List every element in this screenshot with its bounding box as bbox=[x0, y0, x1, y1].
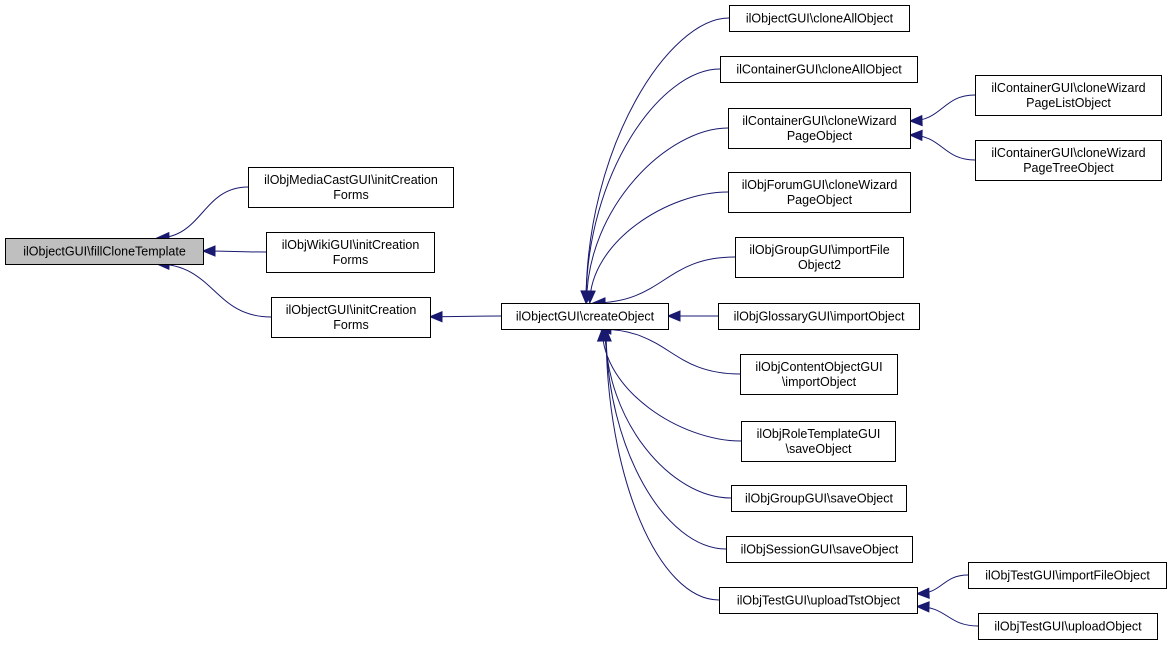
node-box bbox=[728, 172, 911, 213]
node-rolesave[interactable]: ilObjRoleTemplateGUI\saveObject bbox=[741, 421, 896, 462]
node-label-line: PageObject bbox=[787, 129, 853, 143]
node-label-line: ilObjTestGUI\uploadTstObject bbox=[737, 594, 901, 608]
node-create[interactable]: ilObjectGUI\createObject bbox=[501, 303, 669, 330]
edge-cloneall1-to-create bbox=[585, 17, 730, 304]
node-label-line: ilContainerGUI\cloneWizard bbox=[991, 81, 1145, 95]
node-label-line: ilObjectGUI\cloneAllObject bbox=[746, 12, 894, 26]
edge-cloneall2-to-create bbox=[585, 68, 721, 304]
node-box bbox=[718, 303, 920, 330]
node-box bbox=[741, 421, 896, 462]
node-tstuploadobj[interactable]: ilObjTestGUI\uploadObject bbox=[978, 613, 1158, 640]
node-cloneall2[interactable]: ilContainerGUI\cloneAllObject bbox=[720, 56, 918, 83]
node-label-line: ilObjForumGUI\cloneWizard bbox=[742, 178, 898, 192]
node-tstimport[interactable]: ilObjTestGUI\importFileObject bbox=[968, 562, 1167, 589]
node-label-line: \importObject bbox=[782, 375, 857, 389]
node-label-line: ilObjectGUI\createObject bbox=[516, 310, 655, 324]
node-box bbox=[266, 232, 435, 273]
node-label-line: ilObjSessionGUI\saveObject bbox=[741, 543, 899, 557]
node-box bbox=[719, 587, 918, 614]
arrowhead-icon bbox=[428, 310, 443, 323]
edge-contimport-to-create bbox=[598, 328, 741, 375]
node-box bbox=[728, 108, 911, 149]
node-label-line: Forms bbox=[333, 253, 368, 267]
node-label-line: PageListObject bbox=[1026, 96, 1111, 110]
node-label-line: ilObjContentObjectGUI bbox=[755, 360, 882, 374]
node-label-line: ilObjWikiGUI\initCreation bbox=[282, 238, 420, 252]
edge-grpimport-to-create bbox=[593, 256, 736, 304]
arrowhead-icon bbox=[666, 310, 681, 322]
arrowhead-icon bbox=[915, 601, 930, 613]
node-box bbox=[975, 140, 1162, 181]
node-label-line: Object2 bbox=[798, 258, 841, 272]
node-label-line: Forms bbox=[333, 188, 368, 202]
node-label-line: ilObjTestGUI\uploadObject bbox=[994, 620, 1142, 634]
edge-rolesave-to-create bbox=[601, 328, 742, 442]
node-box bbox=[978, 613, 1158, 640]
node-label-line: PageTreeObject bbox=[1023, 161, 1114, 175]
arrowhead-icon bbox=[600, 327, 612, 342]
arrowhead-icon bbox=[201, 245, 216, 257]
node-box bbox=[271, 297, 431, 338]
node-label-line: ilObjRoleTemplateGUI bbox=[757, 427, 881, 441]
node-box bbox=[729, 5, 910, 32]
node-contimport[interactable]: ilObjContentObjectGUI\importObject bbox=[740, 354, 898, 395]
node-box bbox=[720, 56, 918, 83]
edge-cwpage-to-create bbox=[586, 127, 729, 304]
node-grpsave[interactable]: ilObjGroupGUI\saveObject bbox=[731, 485, 907, 512]
node-box bbox=[975, 75, 1162, 116]
node-sesssave[interactable]: ilObjSessionGUI\saveObject bbox=[726, 536, 913, 563]
node-label-line: \saveObject bbox=[785, 442, 852, 456]
arrowhead-icon bbox=[908, 129, 923, 142]
edge-tstupload-to-create bbox=[605, 328, 720, 601]
edges-layer bbox=[155, 17, 979, 627]
node-label-line: ilObjMediaCastGUI\initCreation bbox=[264, 173, 438, 187]
node-label-line: ilObjGroupGUI\importFile bbox=[749, 243, 889, 257]
node-label-line: ilObjectGUI\initCreation bbox=[286, 303, 417, 317]
node-box bbox=[248, 167, 454, 208]
node-box bbox=[731, 485, 907, 512]
edge-init-to-fill bbox=[156, 263, 272, 318]
edge-sesssave-to-create bbox=[605, 328, 727, 550]
nodes-layer: ilObjectGUI\fillCloneTemplate ilObjMediaC… bbox=[5, 5, 1167, 640]
arrowhead-icon bbox=[915, 587, 930, 599]
node-box bbox=[501, 303, 669, 330]
edge-forumcw-to-create bbox=[589, 191, 729, 304]
node-label-line: ilObjGlossaryGUI\importObject bbox=[734, 310, 905, 324]
node-box bbox=[740, 354, 898, 395]
node-fill[interactable]: ilObjectGUI\fillCloneTemplate bbox=[5, 238, 204, 265]
node-label-line: Forms bbox=[333, 318, 368, 332]
node-label-line: ilContainerGUI\cloneWizard bbox=[742, 114, 896, 128]
node-glossimport[interactable]: ilObjGlossaryGUI\importObject bbox=[718, 303, 920, 330]
node-box bbox=[5, 238, 204, 265]
node-box bbox=[968, 562, 1167, 589]
arrowhead-icon bbox=[584, 290, 596, 305]
node-label-line: ilObjTestGUI\importFileObject bbox=[985, 569, 1150, 583]
node-label-line: ilContainerGUI\cloneAllObject bbox=[736, 63, 902, 77]
node-cloneall1[interactable]: ilObjectGUI\cloneAllObject bbox=[729, 5, 910, 32]
node-label-line: ilContainerGUI\cloneWizard bbox=[991, 146, 1145, 160]
node-label-line: ilObjectGUI\fillCloneTemplate bbox=[23, 245, 186, 259]
edge-media-to-fill bbox=[156, 186, 249, 239]
node-label-line: PageObject bbox=[787, 193, 853, 207]
node-box bbox=[735, 237, 904, 278]
node-tstupload[interactable]: ilObjTestGUI\uploadTstObject bbox=[719, 587, 918, 614]
arrowhead-icon bbox=[908, 114, 923, 127]
node-box bbox=[726, 536, 913, 563]
node-label-line: ilObjGroupGUI\saveObject bbox=[745, 492, 894, 506]
